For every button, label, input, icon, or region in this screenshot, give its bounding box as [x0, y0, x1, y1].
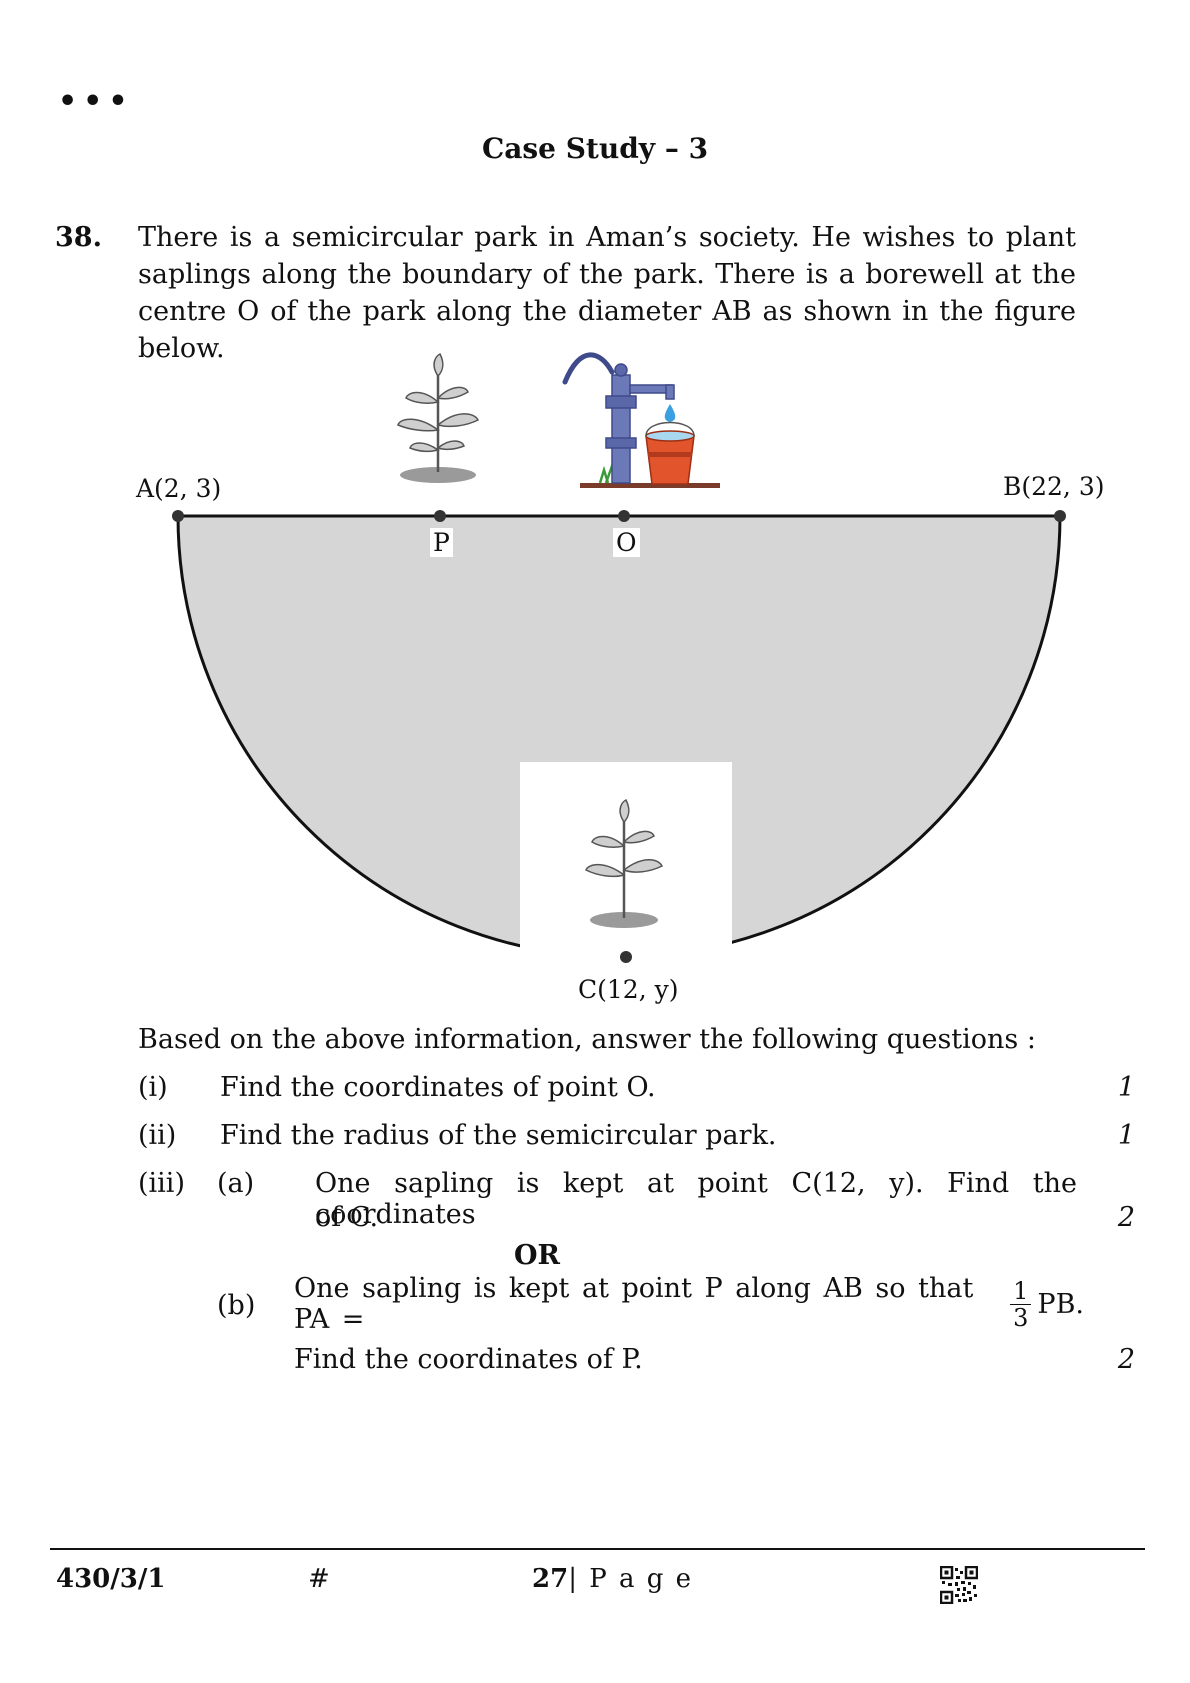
point-a — [172, 510, 184, 522]
water-drop-icon — [664, 404, 676, 422]
subq-iii-label: (iii) — [138, 1168, 185, 1199]
fraction-numerator: 1 — [1010, 1278, 1032, 1305]
subq-iii-a-marks: 2 — [1117, 1202, 1135, 1233]
subq-iii-b-label: (b) — [217, 1290, 256, 1321]
subq-iii-a-line2: of C. — [315, 1202, 379, 1233]
subq-iii-a-line1: One sapling is kept at point C(12, y). F… — [315, 1168, 1077, 1230]
footer-rule — [50, 1548, 1145, 1550]
fraction-denominator: 3 — [1013, 1303, 1029, 1332]
point-b — [1054, 510, 1066, 522]
question-text: There is a semicircular park in Aman’s s… — [138, 222, 1076, 364]
label-b: B(22, 3) — [1003, 472, 1105, 501]
hash-mark: # — [308, 1564, 330, 1594]
sapling-icon — [397, 352, 480, 483]
paper-code: 430/3/1 — [56, 1564, 166, 1594]
semicircle-park — [178, 516, 1060, 957]
subq-iii-b-line1: One sapling is kept at point P along AB … — [294, 1273, 1084, 1335]
or-separator: OR — [514, 1240, 560, 1271]
subq-ii-text: Find the radius of the semicircular park… — [220, 1120, 777, 1151]
fraction-one-third: 1 3 — [1010, 1278, 1032, 1332]
page-number: 27| P a g e — [532, 1564, 693, 1594]
label-a: A(2, 3) — [136, 474, 222, 503]
point-p — [434, 510, 446, 522]
subq-iii-a-label: (a) — [217, 1168, 255, 1199]
subq-i-text: Find the coordinates of point O. — [220, 1072, 656, 1103]
section-title: Case Study – 3 — [481, 132, 709, 165]
subq-iii-b-marks: 2 — [1117, 1344, 1135, 1375]
qr-code-icon — [940, 1566, 978, 1604]
subq-ii-marks: 1 — [1117, 1120, 1135, 1151]
label-o: O — [613, 528, 640, 557]
subq-iii-b-text-pre: One sapling is kept at point P along AB … — [294, 1273, 974, 1335]
point-o — [618, 510, 630, 522]
label-p: P — [430, 528, 453, 557]
subq-ii-label: (ii) — [138, 1120, 177, 1151]
prompt-text: Based on the above information, answer t… — [138, 1024, 1036, 1055]
subq-i-marks: 1 — [1117, 1072, 1135, 1103]
bucket-icon — [645, 421, 695, 485]
sapling-box — [520, 762, 732, 960]
sapling-icon — [585, 798, 664, 928]
point-c — [620, 951, 632, 963]
page-word: | P a g e — [568, 1564, 694, 1594]
subq-iii-b-text-post: PB. — [1037, 1288, 1084, 1320]
subq-iii-b-line2: Find the coordinates of P. — [294, 1344, 643, 1375]
subq-i-label: (i) — [138, 1072, 168, 1103]
park-figure — [172, 352, 1066, 963]
page-number-value: 27 — [532, 1564, 569, 1594]
ellipsis-dots: ••• — [58, 84, 134, 119]
label-c: C(12, y) — [578, 975, 679, 1004]
hand-pump-icon — [562, 352, 720, 488]
question-number: 38. — [55, 222, 102, 253]
